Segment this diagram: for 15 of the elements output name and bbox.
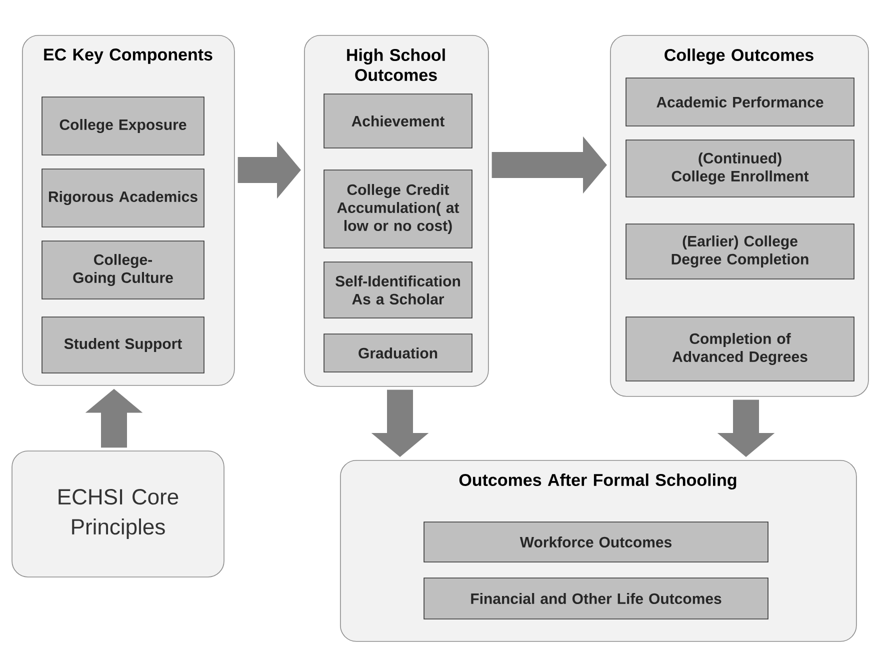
item-box: Financial and Other Life Outcomes xyxy=(424,578,768,620)
item-box: (Earlier) College Degree Completion xyxy=(626,224,854,280)
item-box: Graduation xyxy=(324,334,472,372)
principles-box: ECHSI Core Principles xyxy=(12,450,224,578)
item-box: Rigorous Academics xyxy=(42,168,204,228)
item-box: Achievement xyxy=(324,94,472,148)
item-box: College Exposure xyxy=(42,96,204,156)
item-box: Student Support xyxy=(42,316,204,374)
item-box: Self-Identification As a Scholar xyxy=(324,262,472,318)
item-box: Completion of Advanced Degrees xyxy=(626,316,854,382)
item-box: Academic Performance xyxy=(626,78,854,126)
item-box: Workforce Outcomes xyxy=(424,522,768,562)
item-box: College Credit Accumulation( at low or no cost) xyxy=(324,170,472,248)
item-box: College-Going Culture xyxy=(42,240,204,300)
item-box: (Continued) College Enrollment xyxy=(626,140,854,198)
